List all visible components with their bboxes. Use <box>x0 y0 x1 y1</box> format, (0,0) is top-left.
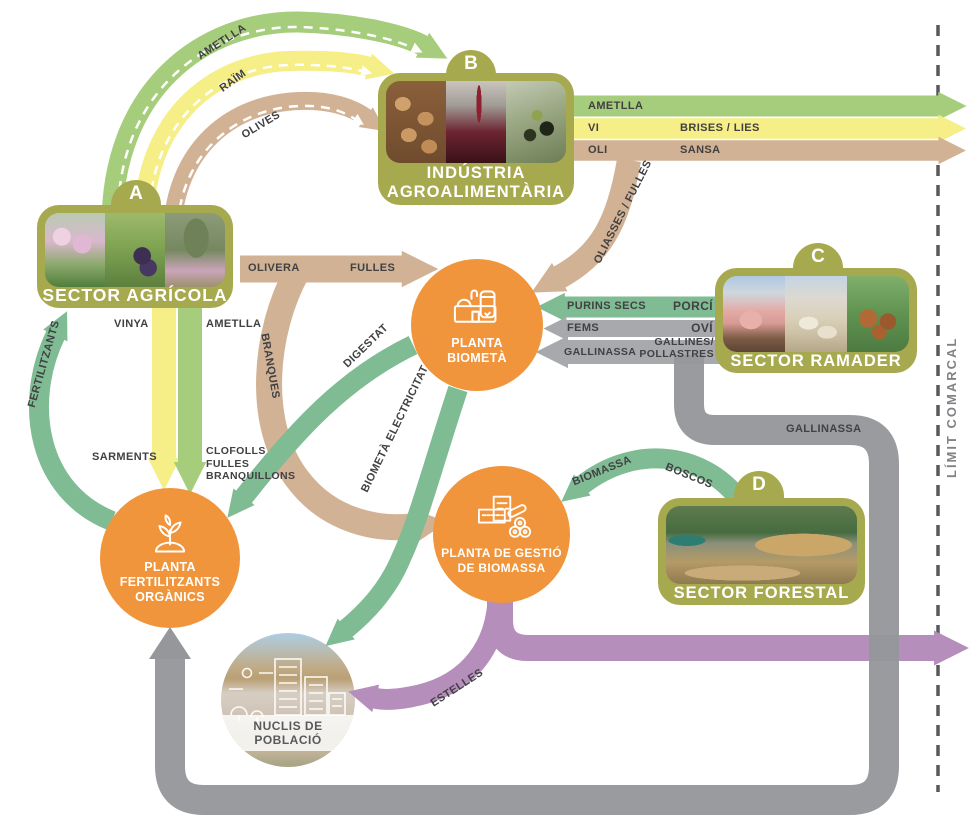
agroalimentaria-label-1: INDÚSTRIA <box>426 164 526 182</box>
node-sector-forestal: D SECTOR FORESTAL <box>658 471 865 605</box>
label-clofolls-2: FULLES <box>206 457 250 470</box>
label-gallines-block: GALLINES/ POLLASTRES <box>628 336 714 360</box>
tab-c-letter: C <box>811 246 825 267</box>
tab-d-letter: D <box>752 474 766 495</box>
tab-a-letter: A <box>129 183 143 204</box>
label-gallinassa-flow: GALLINASSA <box>786 423 862 435</box>
label-clofolls-3: BRANQUILLONS <box>206 470 296 482</box>
label-clofolls-1: CLOFOLLS <box>206 445 266 457</box>
planta-biomassa-label-1: PLANTA DE GESTIÓ <box>441 546 562 560</box>
sprout-icon <box>154 514 186 553</box>
flow-ametlla-arc <box>101 11 448 231</box>
node-planta-fertilitzants: PLANTA FERTILITZANTS ORGÀNICS <box>100 488 240 628</box>
label-vi: VI <box>588 122 600 134</box>
label-gallinassa-c: GALLINASSA <box>564 346 637 358</box>
flow-ametlla-arc-dash <box>116 25 423 223</box>
flow-estelles-nuclis <box>348 600 509 713</box>
flow-olives-arc <box>163 91 386 233</box>
flow-raim-arc-dash <box>147 63 373 223</box>
node-industria-agroalimentaria: B INDÚSTRIA AGROALIMENTÀRIA <box>378 50 574 205</box>
flow-fertilitzants <box>29 311 116 531</box>
label-gallines-1: GALLINES/ <box>654 336 714 348</box>
planta-biomassa-label-2: DE BIOMASSA <box>457 561 546 575</box>
label-gallines-2: POLLASTRES <box>639 347 714 360</box>
flow-biomassa-boscos <box>561 448 753 512</box>
flow-gallinassa-loop <box>155 355 899 815</box>
agricola-photos <box>45 213 225 287</box>
label-oli: OLI <box>588 144 608 156</box>
planta-fertilitzants-label-2: FERTILITZANTS <box>119 575 221 589</box>
flow-branques <box>256 265 448 544</box>
label-sarments: SARMENTS <box>92 451 157 463</box>
sector-forestal-label: SECTOR FORESTAL <box>673 584 850 602</box>
sector-agricola-label: SECTOR AGRÍCOLA <box>42 285 228 305</box>
photo-pigs <box>723 276 785 352</box>
ramader-photos <box>723 276 909 352</box>
planta-biometa-label-2: BIOMETÀ <box>447 350 507 365</box>
node-planta-biomassa: PLANTA DE GESTIÓ DE BIOMASSA <box>433 466 570 603</box>
biogas-plant-icon <box>453 289 497 323</box>
nuclis-label: NUCLIS DE POBLACIÓ <box>221 714 355 751</box>
flow-gallinassa-loop-arrowhead <box>149 627 191 659</box>
photo-almonds <box>386 81 446 163</box>
biomass-plant-icon <box>477 495 531 538</box>
label-clofolls-block: CLOFOLLS FULLES BRANQUILLONS <box>206 445 295 483</box>
label-ametlla-export: AMETLLA <box>588 100 644 112</box>
flow-raim-arc <box>133 50 395 231</box>
sector-ramader-label: SECTOR RAMADER <box>730 352 902 370</box>
limit-comarcal-label: LÍMIT COMARCAL <box>944 336 959 478</box>
photo-chickens <box>847 276 909 352</box>
photo-sheep <box>785 276 847 352</box>
label-purins-secs: PURINS SECS <box>567 300 646 312</box>
planta-biometa-label-1: PLANTA <box>451 335 503 350</box>
planta-fertilitzants-label-3: ORGÀNICS <box>135 590 205 604</box>
label-olivera: OLIVERA <box>248 262 300 274</box>
node-planta-biometa: PLANTA BIOMETÀ <box>411 259 543 391</box>
label-sansa: SANSA <box>680 144 721 156</box>
photo-olive-grove <box>165 213 225 287</box>
label-ovi: OVÍ <box>691 321 713 335</box>
label-ametlla-down: AMETLLA <box>206 318 262 330</box>
label-vinya: VINYA <box>114 318 149 330</box>
label-fulles: FULLES <box>350 262 396 274</box>
photo-olives <box>506 81 566 163</box>
node-nuclis-poblacio: NUCLIS DE POBLACIÓ <box>221 633 355 767</box>
label-brises-lies: BRISES / LIES <box>680 122 760 134</box>
photo-forest-logs <box>666 506 857 584</box>
flow-oliasses-fulles <box>531 157 641 293</box>
photo-grapevine <box>105 213 165 287</box>
tab-b-letter: B <box>464 53 478 74</box>
photo-wine <box>446 81 506 163</box>
planta-fertilitzants-label-1: PLANTA <box>144 560 196 574</box>
node-sector-agricola: A SECTOR AGRÍCOLA <box>37 180 233 308</box>
label-fems: FEMS <box>567 322 600 334</box>
label-porci: PORCÍ <box>672 299 713 313</box>
node-sector-ramader: C SECTOR RAMADER <box>715 243 917 373</box>
flow-digestat <box>227 336 418 518</box>
flow-biometa-electricitat <box>325 385 468 647</box>
photo-almond-blossom <box>45 213 105 287</box>
agroalimentaria-photos <box>386 81 566 163</box>
agroalimentaria-label-2: AGROALIMENTÀRIA <box>386 183 566 201</box>
forestal-photos <box>666 506 857 584</box>
